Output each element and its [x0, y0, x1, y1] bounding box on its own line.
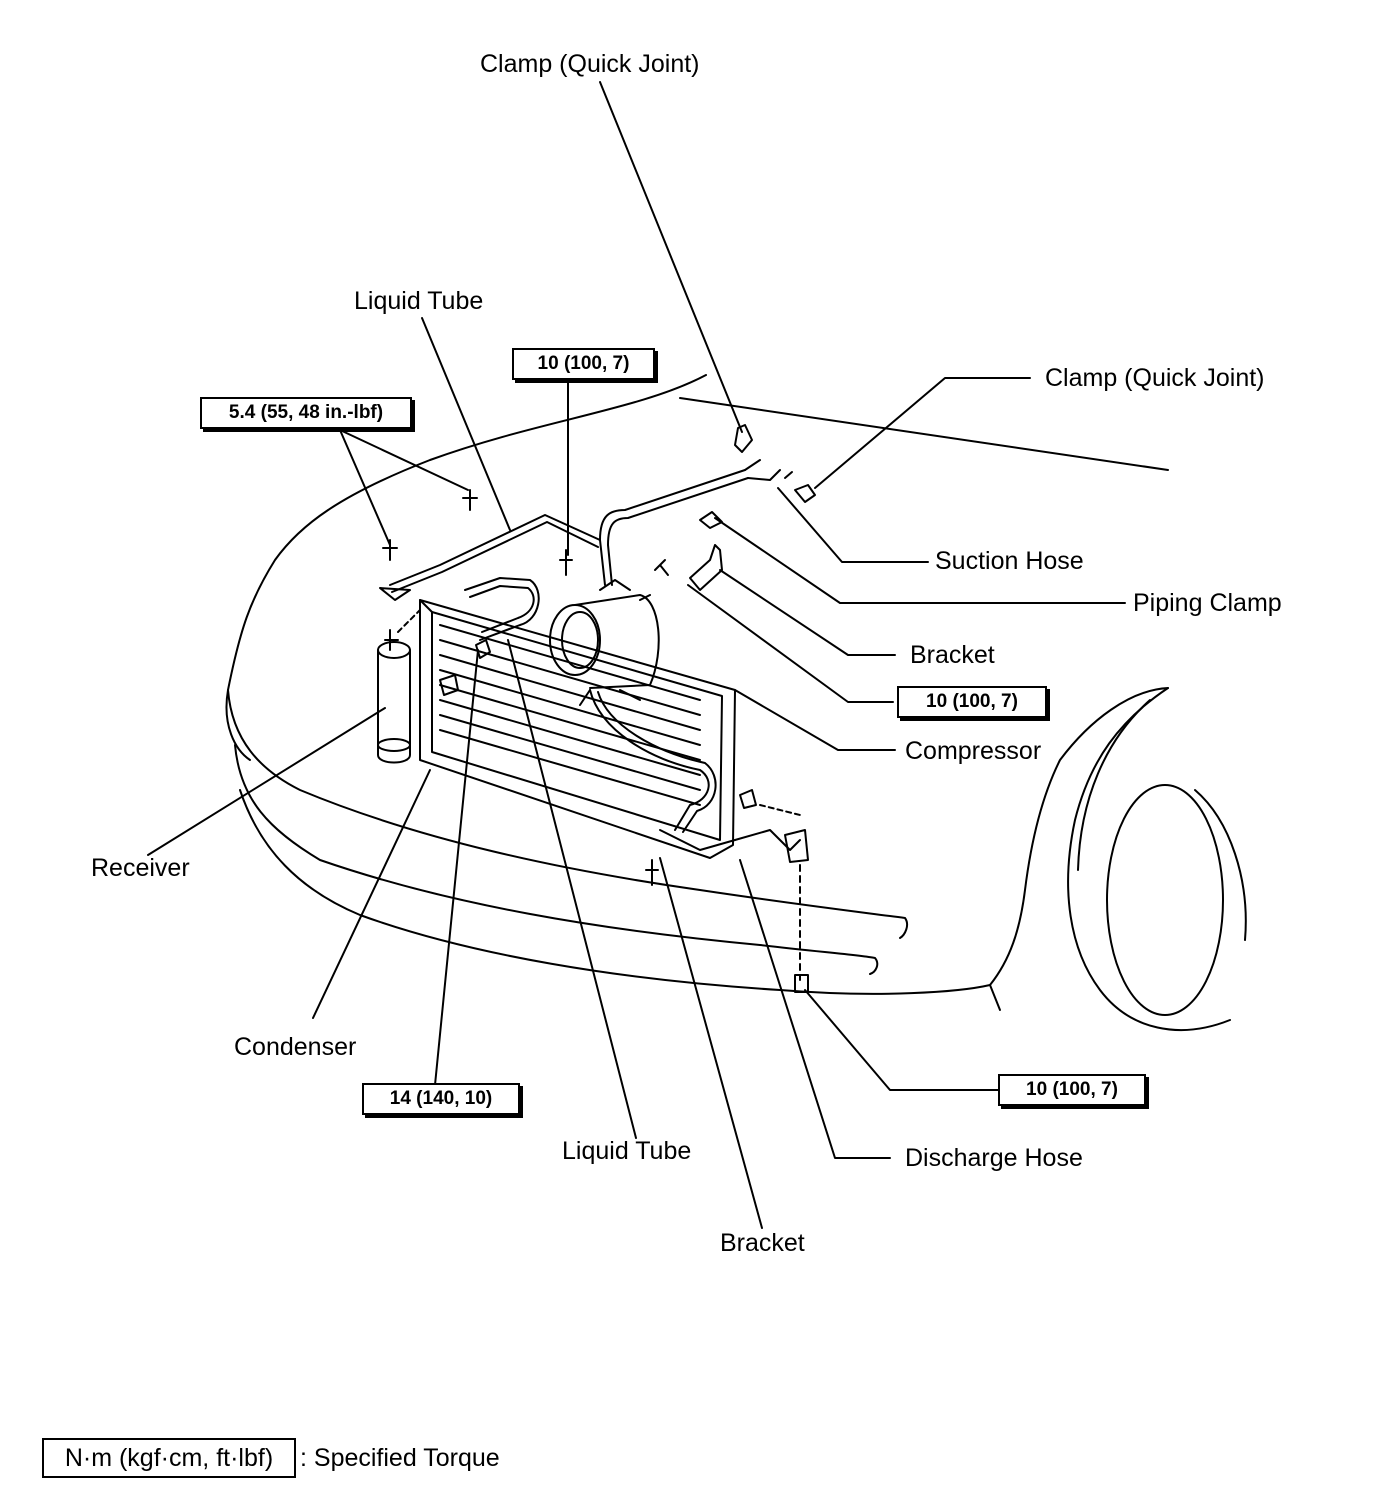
legend-description: : Specified Torque	[300, 1444, 500, 1472]
label-compressor: Compressor	[905, 737, 1042, 765]
piping	[390, 460, 800, 850]
condenser	[420, 600, 735, 858]
torque-box-compressor-top: 10 (100, 7)	[512, 348, 655, 380]
hardware	[383, 425, 815, 992]
torque-box-bracket-right: 10 (100, 7)	[897, 686, 1047, 718]
vehicle-body	[227, 375, 1246, 1030]
label-liquid-tube-bottom: Liquid Tube	[562, 1137, 692, 1165]
receiver	[378, 588, 420, 763]
compressor	[550, 580, 659, 705]
label-discharge-hose: Discharge Hose	[905, 1144, 1083, 1172]
label-clamp-quick-joint-top: Clamp (Quick Joint)	[480, 50, 700, 78]
torque-box-lower-bolt: 10 (100, 7)	[998, 1074, 1146, 1106]
torque-box-condenser: 14 (140, 10)	[362, 1083, 520, 1115]
leader-lines	[148, 82, 1125, 1228]
label-bracket-right: Bracket	[910, 641, 995, 669]
label-liquid-tube-top: Liquid Tube	[354, 287, 484, 315]
torque-box-receiver-bolts: 5.4 (55, 48 in.-lbf)	[200, 397, 412, 429]
label-clamp-quick-joint-right: Clamp (Quick Joint)	[1045, 364, 1265, 392]
label-piping-clamp: Piping Clamp	[1133, 589, 1282, 617]
label-receiver: Receiver	[91, 854, 190, 882]
label-suction-hose: Suction Hose	[935, 547, 1084, 575]
label-bracket-bottom: Bracket	[720, 1229, 805, 1257]
legend-unit-box: N·m (kgf·cm, ft·lbf)	[42, 1438, 296, 1478]
label-condenser: Condenser	[234, 1033, 357, 1061]
